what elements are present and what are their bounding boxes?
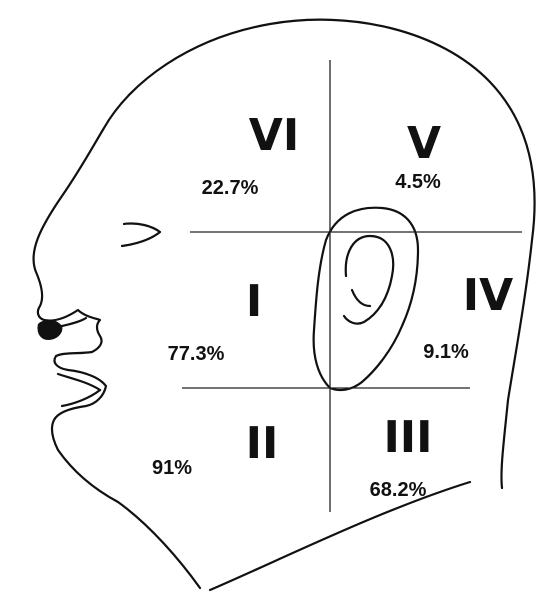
region-numeral: II [246, 418, 279, 469]
ear-outer [314, 208, 418, 390]
ear-inner-detail [352, 290, 370, 306]
nostril-mark [37, 320, 62, 340]
region-percent: 91% [152, 457, 192, 479]
region-percent: 22.7% [202, 177, 259, 199]
region-numeral: V [407, 118, 441, 169]
region-IV: IV 9.1% [423, 270, 513, 363]
region-V: V 4.5% [395, 118, 441, 193]
region-II: II 91% [152, 418, 278, 479]
eye-mark [122, 223, 160, 246]
region-numeral: IV [463, 270, 513, 321]
region-I: I 77.3% [168, 276, 263, 365]
region-numeral: VI [249, 110, 299, 161]
ear-inner [344, 236, 393, 324]
region-percent: 68.2% [370, 479, 427, 501]
nose-texture [62, 318, 86, 326]
region-numeral: III [383, 412, 432, 463]
region-III: III 68.2% [370, 412, 433, 501]
region-percent: 9.1% [423, 341, 469, 363]
region-percent: 4.5% [395, 171, 441, 193]
neck-line [210, 482, 470, 590]
region-numeral: I [246, 276, 262, 327]
region-VI: VI 22.7% [202, 110, 300, 199]
head-outline [34, 20, 535, 588]
region-percent: 77.3% [168, 343, 225, 365]
